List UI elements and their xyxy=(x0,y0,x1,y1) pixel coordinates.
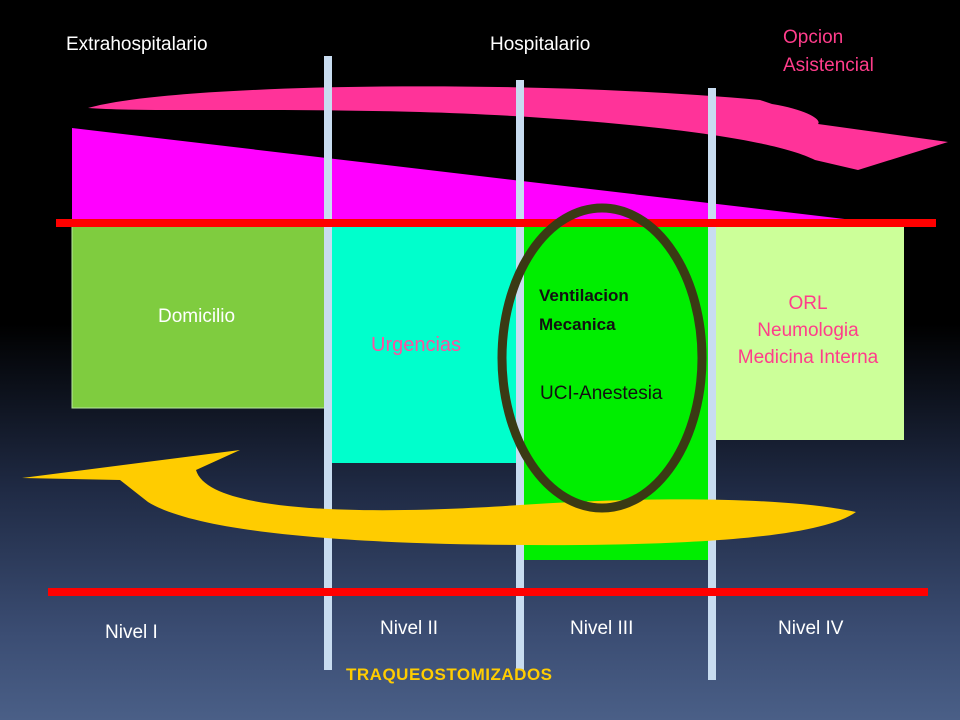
yellow-arrow xyxy=(22,450,856,546)
ventilacion-label-line1: Ventilacion xyxy=(539,286,629,305)
uci-label: UCI-Anestesia xyxy=(540,383,663,404)
domicilio-box xyxy=(71,221,329,409)
orl-label: ORL Neumologia Medicina Interna xyxy=(712,290,904,371)
nivel-2-label: Nivel II xyxy=(380,618,439,639)
red-line-top xyxy=(56,219,936,227)
urgencias-box xyxy=(332,225,522,463)
extrahospitalario-label: Extrahospitalario xyxy=(66,34,208,55)
pink-arrow xyxy=(88,86,948,170)
orl-label-line3: Medicina Interna xyxy=(737,347,879,368)
nivel-1-label: Nivel I xyxy=(105,622,158,643)
option-label-line2: Asistencial xyxy=(783,55,874,76)
ventilacion-label: Ventilacion Mecanica xyxy=(539,281,629,339)
red-line-bottom xyxy=(48,588,928,596)
domicilio-label: Domicilio xyxy=(158,306,236,327)
hospitalario-label: Hospitalario xyxy=(490,34,591,55)
divider-line-2 xyxy=(516,80,524,670)
traqueostomizados-title: TRAQUEOSTOMIZADOS xyxy=(346,665,553,684)
option-label: Opcion Asistencial xyxy=(783,24,874,80)
nivel-4-label: Nivel IV xyxy=(778,618,844,639)
divider-line-1 xyxy=(324,56,332,670)
orl-box xyxy=(712,225,904,440)
highlight-ellipse xyxy=(497,203,707,513)
orl-label-line2: Neumologia xyxy=(757,320,859,341)
nivel-3-label: Nivel III xyxy=(570,618,634,639)
ventilacion-label-line2: Mecanica xyxy=(539,315,616,334)
urgencias-label: Urgencias xyxy=(371,334,462,356)
option-label-line1: Opcion xyxy=(783,27,844,48)
orl-label-line1: ORL xyxy=(788,293,828,314)
divider-line-3 xyxy=(708,88,716,680)
magenta-band xyxy=(72,128,870,222)
